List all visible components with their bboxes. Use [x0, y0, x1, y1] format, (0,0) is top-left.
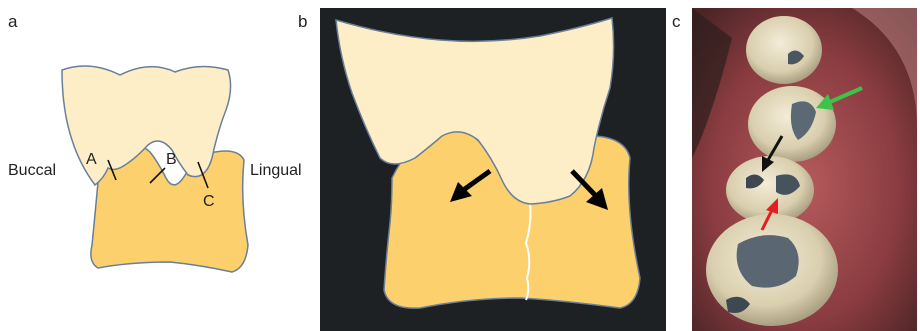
tooth-top [746, 16, 822, 84]
panel-c-photo [692, 8, 917, 331]
panel-b-diagram [320, 8, 666, 331]
contact-label-a: A [86, 151, 97, 168]
contact-label-c: C [203, 193, 215, 210]
lingual-label: Lingual [250, 162, 302, 180]
contact-label-b: B [166, 151, 177, 168]
buccal-label: Buccal [8, 162, 56, 180]
panel-letter-c: c [672, 12, 681, 32]
filling-lower [737, 235, 799, 288]
